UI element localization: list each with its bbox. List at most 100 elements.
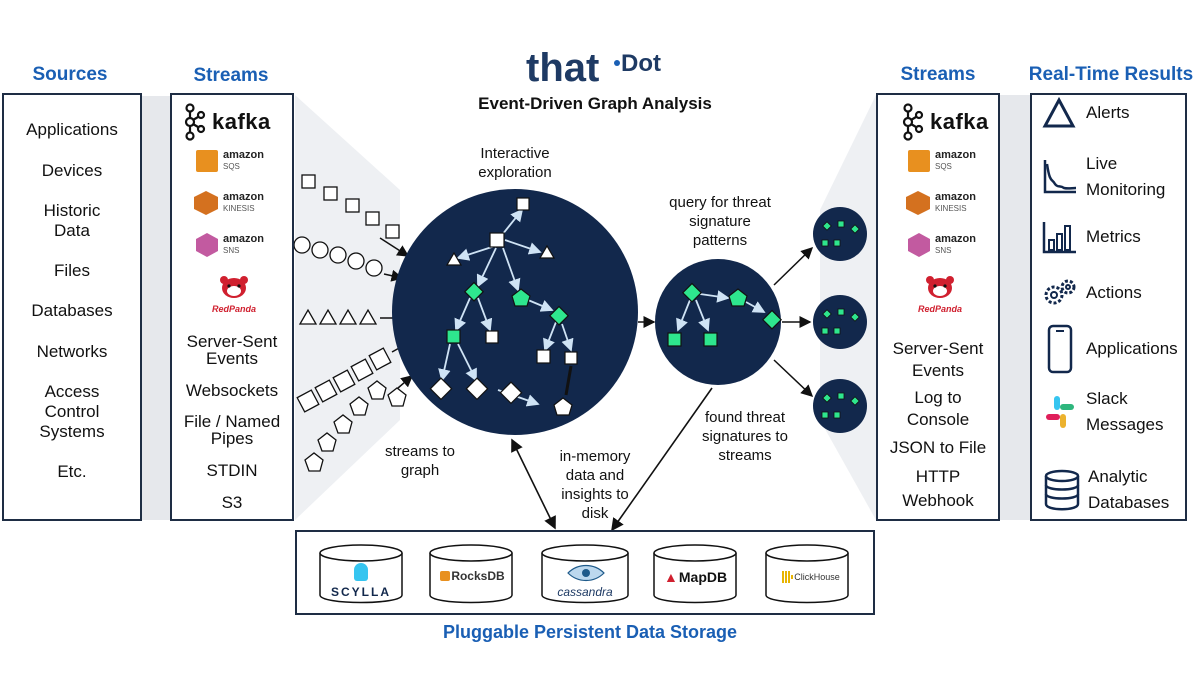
kafka-out-logo: kafka — [900, 103, 989, 141]
kinesis-out-icon — [906, 191, 930, 215]
annotation-in-memory: in-memory data and insights to disk — [559, 448, 631, 522]
sns-icon — [196, 233, 218, 257]
result-actions: Actions — [1042, 278, 1142, 308]
sqs-out-icon — [908, 150, 930, 172]
stream-in-stdin: STDIN — [206, 461, 258, 480]
results-header: Real-Time Results — [1028, 64, 1194, 85]
sns-out-icon — [908, 233, 930, 257]
annotation-interactive: Interactive exploration — [478, 145, 552, 181]
incoming-pentagons — [304, 380, 407, 472]
streams-out-header: Streams — [900, 64, 976, 85]
source-etc: Etc. — [57, 462, 87, 481]
funnel-streams-to-graph — [295, 95, 400, 520]
source-devices: Devices — [41, 161, 103, 180]
sqs-product: SQS — [223, 162, 240, 171]
db-mapdb: ▲ MapDB — [652, 543, 738, 605]
sources-header: Sources — [32, 64, 108, 85]
sns-brand: amazon — [223, 233, 264, 245]
stream-in-sse: Server-Sent Events — [186, 332, 278, 368]
annotation-found: found threat signatures to streams — [702, 409, 788, 464]
kafka-out-icon — [902, 103, 924, 141]
signature-circles — [813, 207, 867, 433]
live-chart-icon — [1043, 160, 1077, 194]
annotation-query: query for threat signature patterns — [669, 194, 771, 249]
db-cassandra-label: cassandra — [557, 585, 613, 599]
sns-out-brand: amazon — [935, 233, 976, 245]
incoming-circles — [293, 236, 383, 277]
kafka-out-label: kafka — [930, 109, 989, 134]
result-slack: Slack Messages — [1042, 386, 1163, 438]
kinesis-product: KINESIS — [223, 204, 255, 213]
logo-dot: Dot — [621, 50, 661, 77]
redpanda-out-label: RedPanda — [917, 304, 962, 314]
db-cylinder-icon — [765, 544, 849, 604]
result-metrics: Metrics — [1042, 220, 1141, 254]
source-access-control: Access Control Systems — [39, 382, 105, 441]
incoming-triangles — [298, 308, 378, 325]
page-subtitle: Event-Driven Graph Analysis — [478, 94, 712, 113]
phone-icon — [1047, 324, 1073, 374]
redpanda-out-icon — [926, 276, 954, 298]
storage-header: Pluggable Persistent Data Storage — [442, 622, 738, 642]
result-analytic-db: Analytic Databases — [1042, 464, 1169, 516]
db-scylla: SCYLLA — [318, 543, 404, 605]
source-networks: Networks — [36, 342, 108, 361]
result-live-monitoring-label: Live Monitoring — [1086, 154, 1166, 199]
sqs-icon — [196, 150, 218, 172]
thatdot-logo: that Dot — [526, 46, 676, 92]
redpanda-icon — [220, 276, 248, 298]
slack-icon — [1046, 396, 1074, 428]
kinesis-out-brand: amazon — [935, 191, 976, 203]
result-slack-label: Slack Messages — [1086, 389, 1164, 434]
streams-in-header: Streams — [193, 65, 269, 86]
sns-product: SNS — [223, 246, 240, 255]
stream-out-http-webhook: HTTP Webhook — [902, 467, 974, 510]
result-alerts-label: Alerts — [1086, 103, 1130, 122]
stream-in-s3: S3 — [221, 493, 243, 512]
db-cylinder-icon — [429, 544, 513, 604]
sqs-brand: amazon — [223, 149, 264, 161]
redpanda-label: RedPanda — [211, 304, 256, 314]
redpanda-out-logo: RedPanda — [912, 275, 968, 314]
source-files: Files — [54, 261, 90, 280]
annotation-streams-to-graph: streams to graph — [384, 443, 456, 479]
mapdb-rocket-icon: ▲ — [664, 569, 678, 585]
stream-out-sse: Server-Sent Events — [892, 339, 984, 380]
kafka-icon — [184, 103, 206, 141]
funnel-sources-to-streams — [142, 96, 170, 520]
db-cassandra: cassandra — [540, 543, 630, 605]
kinesis-icon — [194, 191, 218, 215]
sqs-out-brand: amazon — [935, 149, 976, 161]
source-applications: Applications — [26, 120, 118, 139]
funnel-streams-to-results — [1000, 95, 1030, 520]
result-live-monitoring: Live Monitoring — [1042, 151, 1165, 203]
kinesis-out-product: KINESIS — [935, 204, 967, 213]
rocksdb-icon — [440, 571, 450, 581]
result-actions-label: Actions — [1086, 283, 1142, 302]
logo-dot-marker — [614, 60, 620, 66]
sns-out-product: SNS — [935, 246, 952, 255]
redpanda-logo: RedPanda — [206, 275, 262, 314]
db-clickhouse-label: ClickHouse — [794, 572, 840, 582]
result-metrics-label: Metrics — [1086, 227, 1141, 246]
kafka-label: kafka — [212, 109, 271, 134]
scylla-monster-icon — [354, 563, 368, 581]
query-circle — [655, 259, 781, 385]
kinesis-brand: amazon — [223, 191, 264, 203]
incoming-squares — [301, 174, 400, 239]
alert-triangle-icon — [1042, 96, 1076, 128]
gears-icon — [1044, 279, 1076, 305]
bar-chart-icon — [1042, 222, 1076, 254]
db-mapdb-label: MapDB — [678, 569, 728, 585]
clickhouse-bars-icon — [782, 571, 793, 583]
main-graph-circle — [392, 189, 638, 435]
cassandra-eye-icon — [567, 564, 605, 582]
db-clickhouse: ClickHouse — [764, 543, 850, 605]
